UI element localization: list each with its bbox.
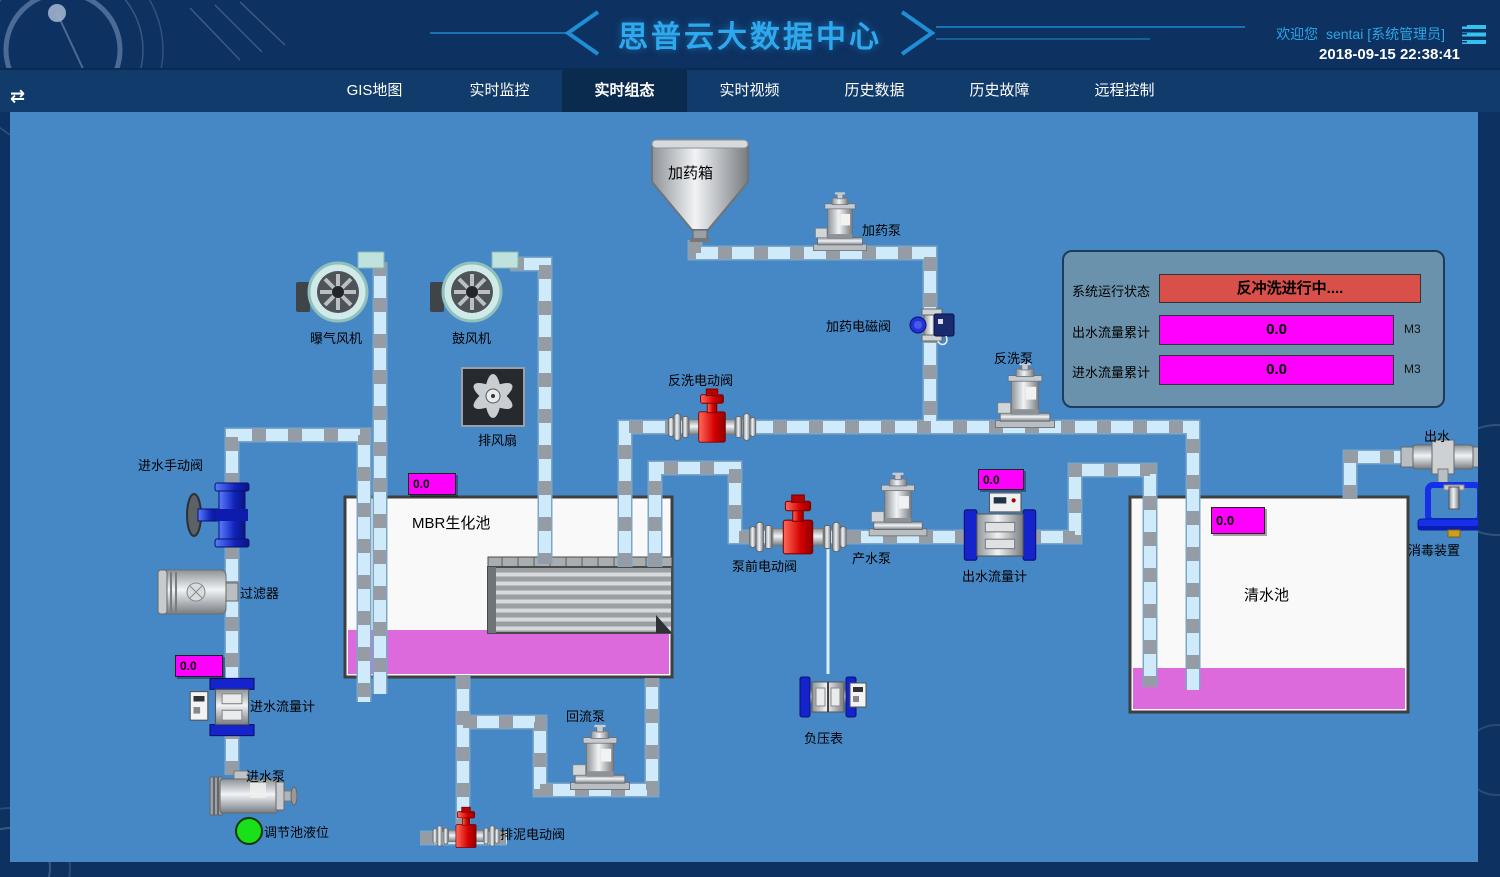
label-mbr-tank: MBR生化池 — [412, 515, 491, 532]
label-blower: 鼓风机 — [452, 331, 492, 346]
outflow-total-label: 出水流量累计 — [1072, 325, 1151, 340]
exhaust-fan[interactable] — [461, 367, 525, 427]
label-product-pump: 产水泵 — [852, 551, 892, 566]
user-role: [系统管理员] — [1367, 26, 1445, 42]
aeration-fan[interactable] — [296, 251, 385, 323]
label-vacuum-gauge: 负压表 — [804, 731, 844, 746]
dosing-tank-hopper[interactable] — [651, 139, 749, 242]
tab-remote-control[interactable]: 远程控制 — [1094, 82, 1155, 99]
backwash-pump[interactable] — [995, 362, 1055, 429]
pre-pump-motor-valve[interactable] — [749, 494, 847, 555]
dosing-solenoid-valve[interactable] — [909, 308, 955, 346]
status-panel: 系统运行状态 反冲洗进行中.... 出水流量累计 0.0 M3 进水流量累计 0… — [1062, 250, 1445, 408]
product-pump[interactable] — [868, 472, 928, 537]
title-bracket-decoration — [430, 10, 1245, 56]
vacuum-gauge[interactable] — [799, 676, 867, 718]
label-outlet: 出水 — [1424, 429, 1451, 444]
dosing-pump[interactable] — [812, 191, 868, 251]
tab-gis-map[interactable]: GIS地图 — [346, 82, 403, 99]
outflow-unit: M3 — [1404, 322, 1421, 336]
inflow-total-value: 0.0 — [1159, 355, 1394, 385]
filter[interactable] — [157, 569, 239, 615]
header: 思普云大数据中心 欢迎您 sentai [系统管理员] 2018-09-15 2… — [0, 0, 1500, 68]
tab-realtime-video[interactable]: 实时视频 — [719, 82, 780, 99]
outlet-flow-meter[interactable] — [963, 492, 1037, 561]
pipes — [224, 240, 1420, 846]
label-filter: 过滤器 — [240, 586, 280, 601]
label-dosing-pump: 加药泵 — [862, 223, 902, 238]
label-dosing-tank: 加药箱 — [668, 165, 714, 182]
label-dosing-solenoid-valve: 加药电磁阀 — [826, 319, 892, 334]
inlet-flow-meter[interactable] — [189, 677, 255, 737]
disinfection-device[interactable] — [1417, 482, 1478, 538]
label-outlet-flow-meter: 出水流量计 — [962, 569, 1028, 584]
label-pre-pump-valve: 泵前电动阀 — [732, 559, 798, 574]
label-reflux-pump: 回流泵 — [566, 709, 606, 724]
inlet-pump[interactable] — [209, 770, 298, 816]
label-inlet-flow-meter: 进水流量计 — [250, 699, 316, 714]
nav-tabs: GIS地图 实时监控 实时组态 实时视频 历史数据 历史故障 远程控制 — [312, 70, 1187, 112]
label-disinfection: 消毒装置 — [1408, 543, 1461, 558]
clean-tank-level-value: 0.0 — [1211, 507, 1265, 534]
outlet-flow-value: 0.0 — [978, 469, 1024, 490]
tab-history-fault[interactable]: 历史故障 — [969, 82, 1030, 99]
inlet-flow-value: 0.0 — [175, 655, 223, 677]
page-title: 思普云大数据中心 — [618, 21, 882, 54]
label-inlet-manual-valve: 进水手动阀 — [138, 458, 204, 473]
system-status-label: 系统运行状态 — [1072, 284, 1151, 299]
inlet-manual-valve[interactable] — [186, 482, 250, 548]
process-diagram — [157, 139, 1478, 848]
outflow-total-value: 0.0 — [1159, 315, 1394, 345]
datetime: 2018-09-15 22:38:41 — [1319, 46, 1460, 63]
scada-canvas: 曝气风机 鼓风机 排风扇 加药箱 加药泵 加药电磁阀 反洗电动阀 反洗泵 进水手… — [10, 112, 1478, 862]
mbr-level-value: 0.0 — [408, 473, 456, 495]
clean-water-tank — [1128, 495, 1410, 714]
label-backwash-pump: 反洗泵 — [994, 351, 1034, 366]
membrane-module — [487, 556, 673, 634]
label-sludge-valve: 排泥电动阀 — [500, 827, 566, 842]
collapse-arrows-icon[interactable]: ⇄ — [10, 86, 26, 106]
blower-fan[interactable] — [430, 251, 519, 323]
system-status-value: 反冲洗进行中.... — [1159, 274, 1421, 303]
tab-realtime-scada[interactable]: 实时组态 — [562, 70, 687, 112]
label-regulating-tank-level: 调节池液位 — [264, 825, 330, 840]
label-backwash-valve: 反洗电动阀 — [668, 373, 734, 388]
nav-bar: GIS地图 实时监控 实时组态 实时视频 历史数据 历史故障 远程控制 — [0, 68, 1500, 112]
reflux-pump[interactable] — [570, 724, 630, 790]
tab-history-data[interactable]: 历史数据 — [844, 82, 905, 99]
welcome-text: 欢迎您 sentai [系统管理员] — [1276, 26, 1445, 42]
outlet-tee-valve[interactable] — [1400, 439, 1478, 484]
inflow-total-label: 进水流量累计 — [1072, 365, 1151, 380]
tab-realtime-monitor[interactable]: 实时监控 — [469, 82, 530, 99]
inflow-unit: M3 — [1404, 362, 1421, 376]
list-menu-icon[interactable] — [1462, 25, 1486, 44]
label-inlet-pump: 进水泵 — [246, 769, 286, 784]
username: sentai — [1325, 26, 1364, 42]
label-exhaust-fan: 排风扇 — [478, 433, 518, 448]
regulating-tank-level-indicator[interactable] — [235, 817, 263, 845]
label-clean-water-tank: 清水池 — [1244, 587, 1290, 604]
label-aeration-fan: 曝气风机 — [310, 331, 363, 346]
